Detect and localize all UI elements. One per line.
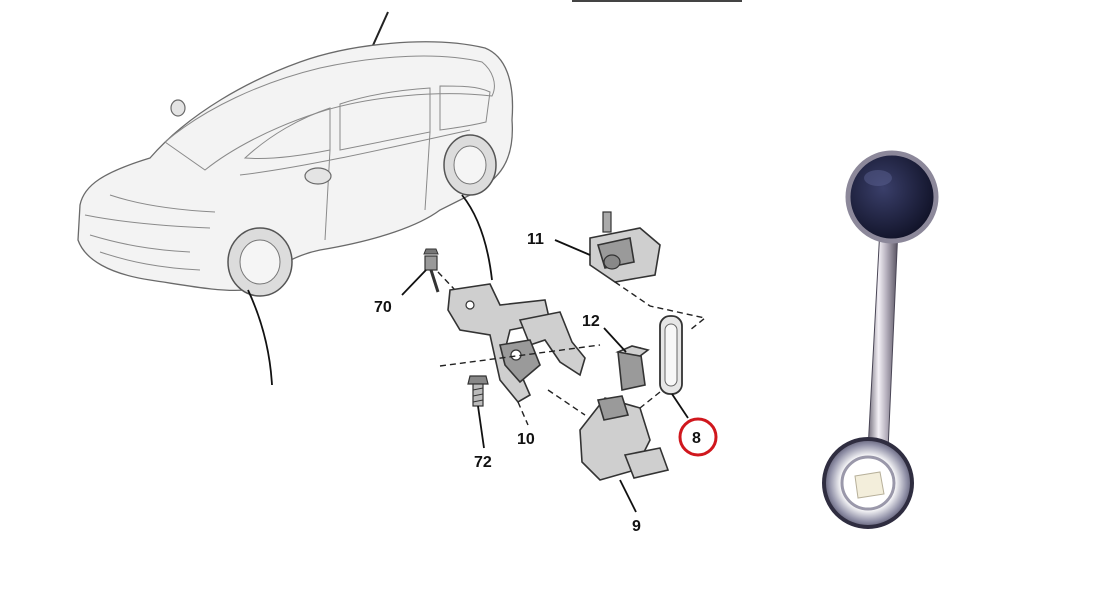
label-part-11: 11 (527, 231, 544, 248)
dashed-link-11-8 (614, 281, 707, 331)
part-11-sensor (554, 211, 661, 283)
car-illustration (77, 11, 514, 386)
part-8-gasket (639, 315, 689, 419)
label-part-9: 9 (632, 518, 641, 535)
label-part-70: 70 (374, 299, 392, 316)
part-9-actuator (579, 395, 670, 513)
part-70-bolt (401, 248, 456, 296)
gear-selector-rod (822, 150, 939, 529)
rod-top-cap (845, 150, 939, 244)
part-72-screw (467, 375, 489, 449)
label-part-10: 10 (517, 431, 535, 448)
part-10-latch (439, 283, 601, 426)
label-part-72: 72 (474, 454, 492, 471)
label-part-8: 8 (692, 430, 701, 447)
part-12-block (603, 327, 650, 391)
label-part-12: 12 (582, 313, 600, 330)
highlight-circle (678, 417, 718, 457)
